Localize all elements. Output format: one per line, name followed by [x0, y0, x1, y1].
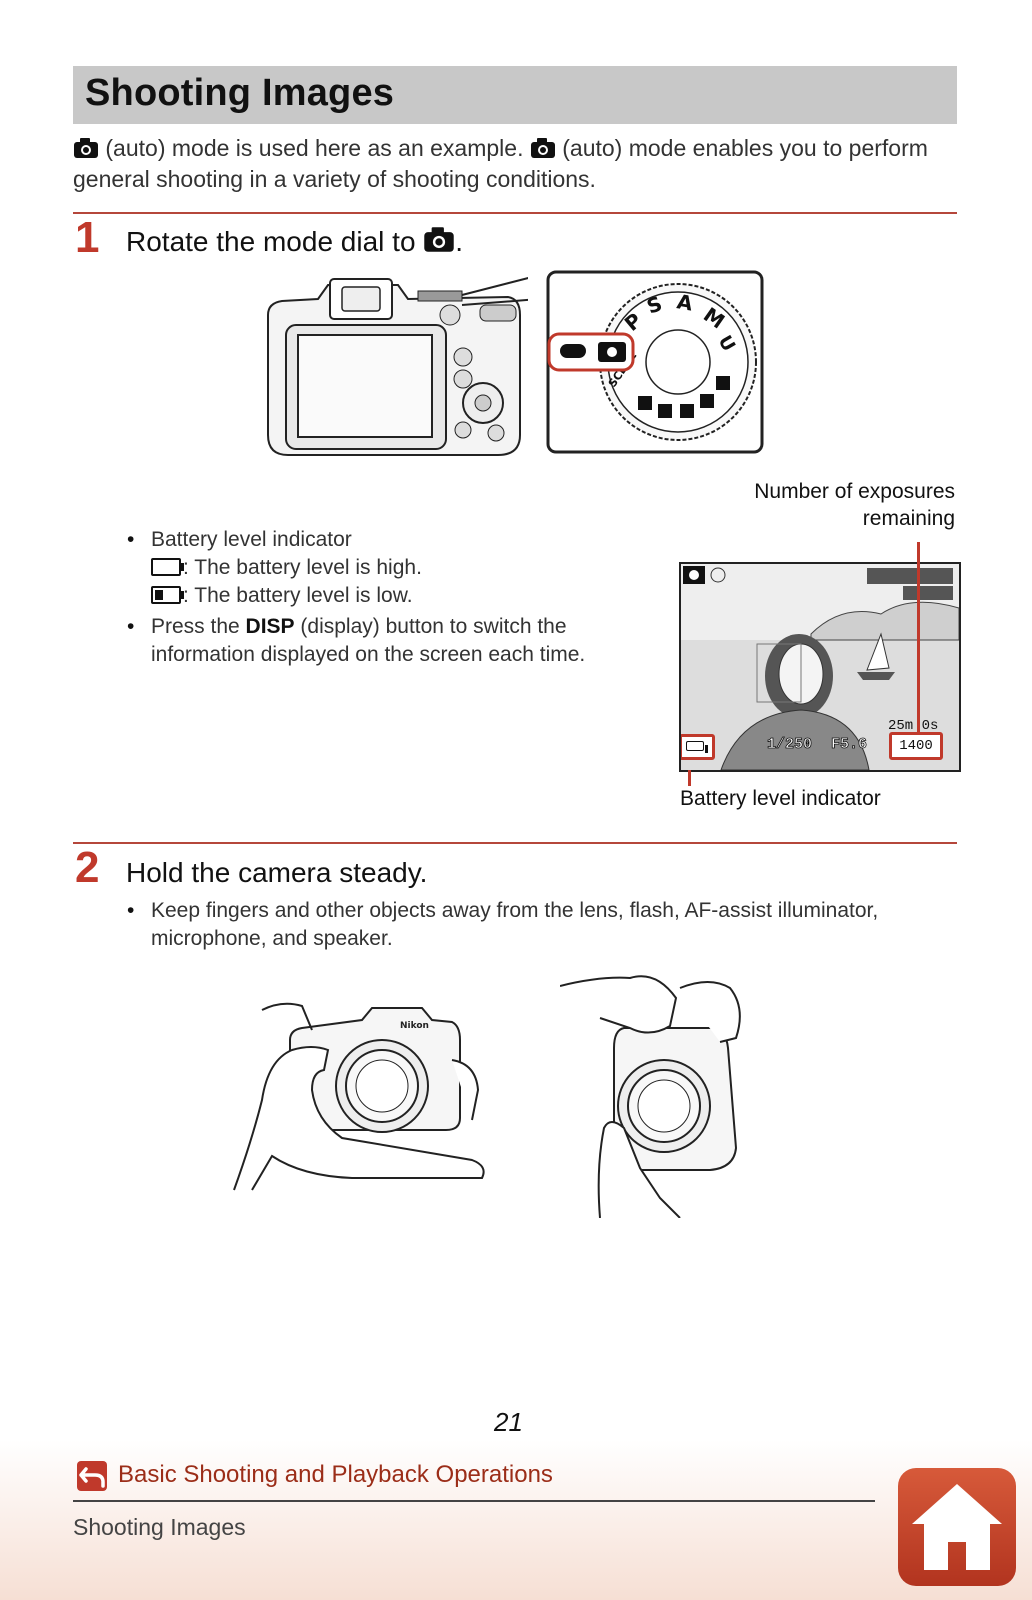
battery-heading: Battery level indicator [151, 528, 352, 551]
disp-prefix: Press the [151, 615, 246, 638]
step-title: Rotate the mode dial to . [126, 226, 463, 258]
battery-low-icon [151, 586, 184, 604]
footer-background [0, 1440, 1032, 1600]
exposures-label: Number of exposures remaining [754, 478, 955, 532]
hands-vertical-illustration [560, 975, 741, 1218]
home-icon [912, 1484, 1002, 1570]
disp-button-label: DISP [245, 615, 295, 638]
intro-text-1: (auto) mode is used here as an example. [99, 135, 530, 161]
battery-high-text: : The battery level is high. [183, 556, 422, 579]
camera-brand: Nikon [400, 1021, 429, 1031]
battery-highlight [681, 734, 715, 760]
step2-bullet: Keep fingers and other objects away from… [127, 897, 917, 953]
title-bar: Shooting Images [73, 66, 957, 124]
step-number: 1 [75, 213, 100, 262]
time-remaining: 25m 0s [888, 718, 939, 734]
screen-scene [681, 566, 959, 770]
battery-full-icon [151, 558, 184, 576]
home-button[interactable] [898, 1468, 1016, 1586]
intro-paragraph: (auto) mode is used here as an example. … [73, 133, 963, 195]
page-title: Shooting Images [85, 72, 395, 114]
dial-label-a: A [675, 289, 695, 315]
step2-bullets: Keep fingers and other objects away from… [127, 897, 917, 953]
battery-leader-line [688, 770, 691, 786]
exposures-label-line1: Number of exposures [754, 480, 955, 503]
section-link[interactable]: Basic Shooting and Playback Operations [118, 1461, 553, 1488]
hands-horizontal-illustration: Nikon [233, 1002, 485, 1191]
disp-bullet: Press the DISP (display) button to switc… [127, 613, 627, 669]
exposures-label-line2: remaining [862, 507, 955, 530]
footer-divider [73, 1500, 875, 1502]
aperture-value: F5.6 [831, 736, 868, 754]
intro-text-2: (auto) mode enables you to perform gener… [73, 135, 928, 192]
step-divider [73, 842, 957, 844]
page-number: 21 [494, 1407, 523, 1437]
step-title-text: Rotate the mode dial to [126, 226, 424, 257]
step-number: 2 [75, 843, 100, 892]
exposures-leader-line [917, 542, 920, 732]
disp-suffix: (display) button to switch the informati… [151, 615, 586, 666]
exposures-highlight: 1400 [889, 732, 943, 760]
step-divider [73, 212, 957, 214]
exposures-count: 1400 [899, 738, 933, 754]
step-title-suffix: . [455, 226, 464, 257]
monitor-screen: 25m 0s 1/250 F5.6 1400 [679, 562, 961, 772]
camera-back-illustration [267, 277, 528, 456]
camera-auto-icon [530, 138, 555, 158]
battery-bullet: Battery level indicator : The battery le… [127, 526, 627, 610]
battery-indicator-label: Battery level indicator [680, 787, 881, 810]
back-arrow-icon[interactable] [77, 1461, 107, 1491]
camera-auto-icon [424, 227, 455, 252]
step-title: Hold the camera steady. [126, 857, 428, 888]
screen-battery-icon [686, 741, 708, 753]
step1-bullets: Battery level indicator : The battery le… [127, 526, 627, 669]
subsection-label: Shooting Images [73, 1514, 246, 1540]
battery-low-text: : The battery level is low. [183, 584, 413, 607]
camera-auto-icon [74, 138, 98, 158]
shutter-speed: 1/250 [767, 736, 813, 754]
mode-dial-callout: P S A M U SCENE [546, 270, 764, 454]
